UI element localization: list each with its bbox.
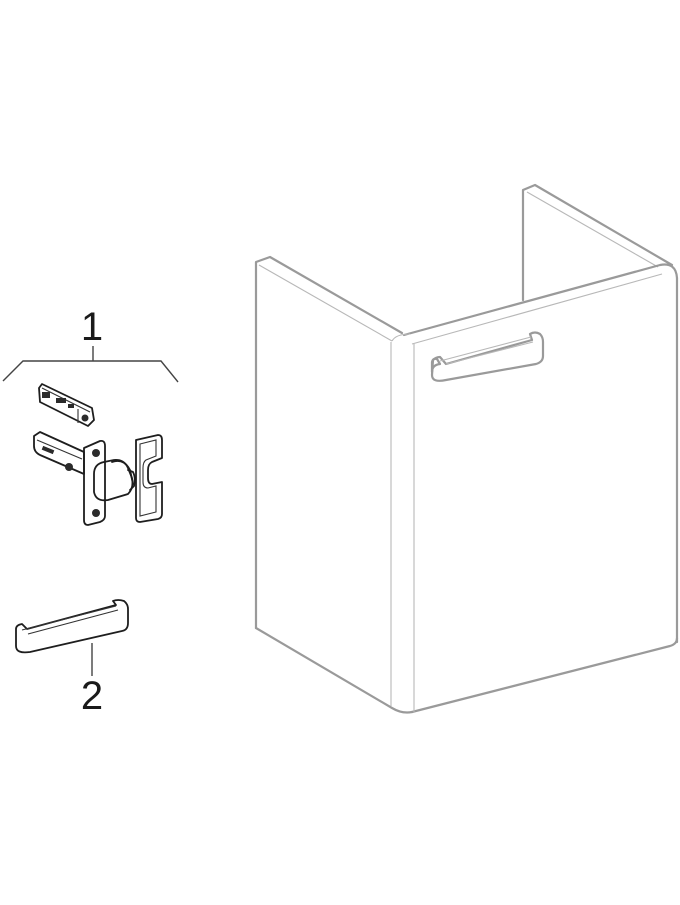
cabinet-left-side-panel [254,255,414,714]
hinge-body-icon [33,431,136,526]
callout-1-leader [2,346,179,383]
callout-label-1: 1 [80,305,104,349]
hinge-cover-plate-icon [135,434,163,523]
callout-label-2: 2 [80,674,104,718]
part-2-handle [15,599,129,676]
cabinet-door [390,263,679,714]
hinge-mounting-plate-icon [38,383,95,427]
door-handle-icon [15,599,129,654]
cabinet-door-handle [430,331,545,382]
cabinet [254,183,679,714]
part-1-hinge-set [2,346,179,526]
cabinet-right-side-panel [521,183,674,302]
